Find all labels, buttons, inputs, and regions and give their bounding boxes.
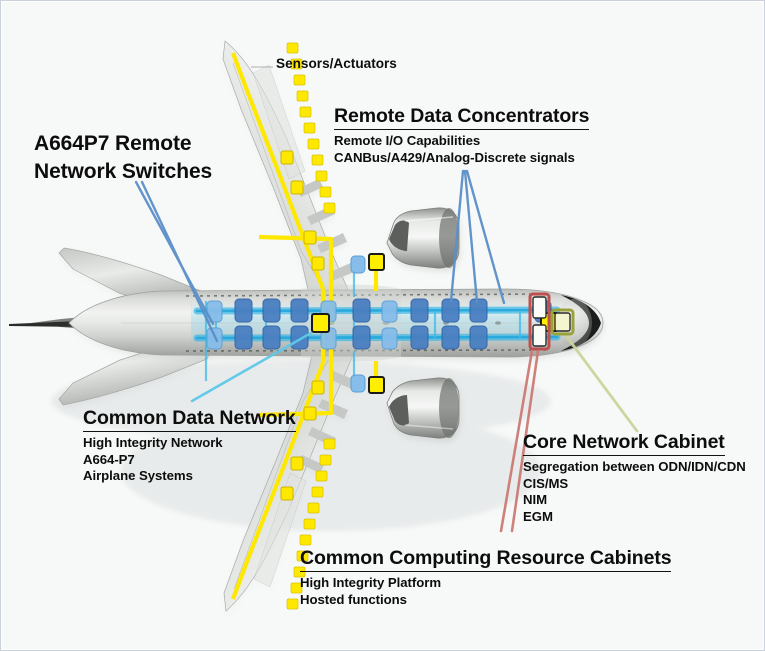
- core-network-cabinet-sub-3: NIM: [523, 492, 548, 508]
- label-sensors-actuators: Sensors/Actuators: [276, 56, 397, 71]
- common-computing-resource-cabinets-sub-1: High Integrity Platform: [300, 575, 441, 590]
- sensor-actuator-nodes-lower: [286, 438, 336, 610]
- callout-core-network-cabinet: Core Network Cabinet Segregation between…: [523, 431, 746, 524]
- leader-common-data-network: [190, 331, 313, 403]
- remote-data-concentrators-title: Remote Data Concentrators: [334, 105, 589, 130]
- common-data-network-sub-3: Airplane Systems: [83, 468, 193, 484]
- common-computing-resource-cabinets-title: Common Computing Resource Cabinets: [300, 547, 672, 572]
- wing-lower: [223, 350, 360, 612]
- common-computing-resource-cabinets: [528, 292, 551, 351]
- core-network-cabinet-sub-1: Segregation between ODN/IDN/CDN: [523, 459, 746, 474]
- callout-common-computing-resource-cabinets: Common Computing Resource Cabinets High …: [300, 547, 672, 607]
- engine-lower: [386, 377, 460, 439]
- leader-common-computing-resource-cabinets: [499, 349, 540, 533]
- common-data-network-title: Common Data Network: [83, 407, 296, 432]
- leader-remote-network-switches: [134, 180, 219, 343]
- common-computing-resource-cabinets-sub-2: Hosted functions: [300, 591, 407, 607]
- common-data-network-sub-1: High Integrity Network: [83, 435, 223, 450]
- callout-remote-network-switches: A664P7 Remote Network Switches: [34, 132, 212, 188]
- core-network-cabinet-title: Core Network Cabinet: [523, 431, 725, 456]
- remote-network-switches-line2: Network Switches: [34, 159, 213, 183]
- remote-data-concentrators-sub-1: Remote I/O Capabilities: [334, 133, 481, 148]
- common-data-network-bus-core: [195, 308, 559, 340]
- remote-data-concentrators: [206, 255, 552, 393]
- core-network-cabinet: [550, 308, 575, 336]
- callout-remote-data-concentrators: Remote Data Concentrators Remote I/O Cap…: [334, 105, 589, 165]
- remote-data-concentrators-sub-2: CANBus/A429/Analog-Discrete signals: [334, 149, 575, 165]
- network-riser-links: [204, 269, 522, 381]
- remote-network-switches-line1: A664P7 Remote: [34, 132, 192, 155]
- engine-upper: [386, 207, 460, 269]
- leader-core-network-cabinet: [565, 335, 639, 433]
- common-data-network-sub-2: A664-P7: [83, 451, 135, 467]
- callout-common-data-network: Common Data Network High Integrity Netwo…: [83, 407, 296, 484]
- tailplane-lower: [58, 338, 217, 406]
- core-network-cabinet-sub-4: EGM: [523, 508, 553, 524]
- leader-remote-data-concentrators: [449, 169, 506, 305]
- core-network-cabinet-sub-2: CIS/MS: [523, 475, 569, 491]
- sensor-actuator-nodes-upper: [286, 42, 336, 214]
- wing-junction-boxes: [280, 150, 325, 501]
